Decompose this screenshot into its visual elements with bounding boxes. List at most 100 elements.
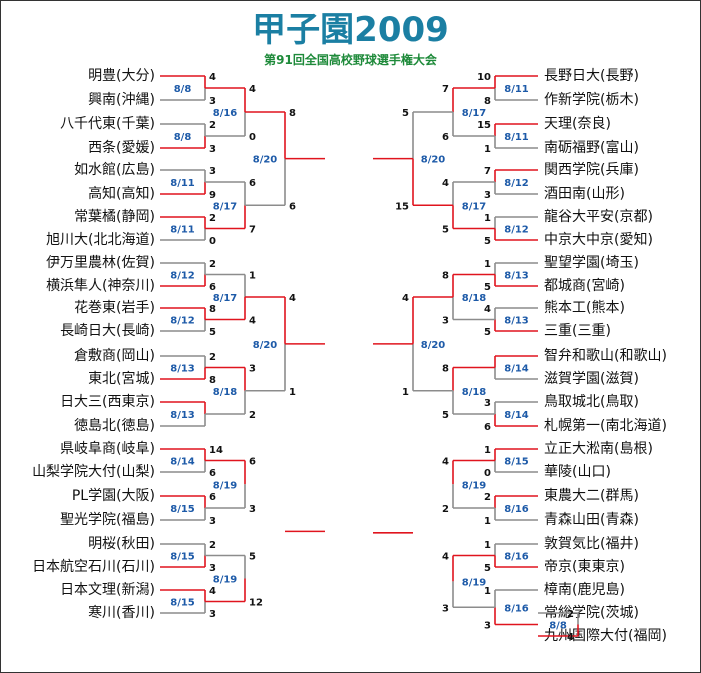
team-name-left: 聖光学院(福島) [60,512,155,528]
match-score: 2 [249,410,256,421]
match-score: 1 [484,213,491,224]
page-title: 甲子園2009 [252,10,449,50]
match-date: 8/15 [504,457,529,468]
team-name-left: 八千代東(千葉) [60,116,155,132]
team-name-right: 都城商(宮崎) [544,278,625,294]
team-name-left: 旭川大(北北海道) [46,232,155,248]
team-name-left: 横浜隼人(神奈川) [46,278,155,294]
match-date: 8/8 [174,84,192,95]
match-date: 8/13 [170,364,195,375]
team-name-right: 龍谷大平安(京都) [544,209,653,225]
match-date: 8/13 [504,271,529,282]
team-name-right: 帝京(東東京) [544,559,625,575]
team-name-left: 花巻東(岩手) [74,300,155,316]
team-name-left: 日本文理(新潟) [60,582,155,598]
team-name-left: 徳島北(徳島) [74,418,155,434]
match-score: 2 [567,609,574,620]
match-score: 0 [209,236,216,247]
match-date: 8/19 [462,480,487,491]
team-name-left: 日大三(西東京) [60,394,155,410]
match-score: 8 [484,96,491,107]
match-score: 3 [484,621,491,632]
match-date: 8/13 [170,410,195,421]
match-score: 1 [484,586,491,597]
team-name-right: 札幌第一(南北海道) [544,418,667,434]
match-date: 8/19 [462,577,487,588]
team-name-right: 鳥取城北(鳥取) [544,394,639,410]
team-name-left: 常葉橘(静岡) [74,209,155,225]
match-score: 5 [484,282,491,293]
match-score: 3 [484,398,491,409]
match-score: 4 [289,293,296,304]
match-date: 8/16 [213,108,238,119]
match-score: 4 [249,84,256,95]
match-score: 6 [209,468,216,479]
match-date: 8/12 [170,316,195,327]
match-score: 1 [249,271,256,282]
match-score: 8 [209,375,216,386]
match-score: 1 [484,144,491,155]
match-score: 6 [289,201,296,212]
match-score: 5 [484,236,491,247]
match-score: 4 [442,457,449,468]
team-name-left: 県岐阜商(岐阜) [60,441,155,457]
team-name-right: 中京大中京(愛知) [544,232,653,248]
match-date: 8/15 [170,552,195,563]
match-score: 4 [209,586,216,597]
match-score: 5 [209,327,216,338]
match-date: 8/14 [504,410,529,421]
match-score: 3 [209,609,216,620]
match-score: 6 [209,492,216,503]
team-name-left: 倉敷商(岡山) [74,348,155,364]
match-date: 8/16 [504,552,529,563]
match-date: 8/15 [170,504,195,515]
team-name-right: 天理(奈良) [544,116,611,132]
team-name-right: 智弁和歌山(和歌山) [544,348,667,364]
match-date: 8/13 [504,316,529,327]
match-score: 8 [289,108,296,119]
match-score: 15 [477,120,491,131]
team-name-right: 青森山田(青森) [544,512,639,528]
match-score: 6 [249,178,256,189]
match-score: 4 [209,72,216,83]
match-date: 8/17 [462,108,487,119]
match-date: 8/14 [170,457,195,468]
match-date: 8/8 [549,621,567,632]
match-score: 3 [442,316,449,327]
match-score: 5 [402,108,409,119]
match-score: 1 [484,516,491,527]
team-name-right: 立正大淞南(島根) [544,441,653,457]
match-score: 3 [249,504,256,515]
team-name-right: 酒田南(山形) [544,186,625,202]
team-name-right: 三重(三重) [544,323,611,339]
match-score: 2 [209,259,216,270]
team-name-right: 東農大二(群馬) [544,488,639,504]
team-name-right: 敦賀気比(福井) [544,536,639,552]
match-score: 9 [209,190,216,201]
match-date: 8/12 [170,271,195,282]
team-name-left: 山梨学院大付(山梨) [32,464,155,480]
team-name-right: 熊本工(熊本) [544,300,625,316]
team-name-left: 如水館(広島) [74,162,155,178]
match-score: 5 [484,327,491,338]
match-date: 8/20 [253,340,278,351]
match-score: 4 [442,178,449,189]
match-score: 3 [209,144,216,155]
team-name-right: 常総学院(茨城) [544,605,639,621]
match-date: 8/12 [504,178,529,189]
match-score: 1 [289,387,296,398]
match-score: 2 [442,504,449,515]
match-date: 8/19 [213,480,238,491]
match-score: 0 [249,132,256,143]
match-score: 1 [402,387,409,398]
match-date: 8/20 [421,340,446,351]
match-score: 2 [209,540,216,551]
match-date: 8/18 [462,293,487,304]
match-date: 8/17 [462,201,487,212]
team-name-left: 明桜(秋田) [88,536,155,552]
team-name-left: 長崎日大(長崎) [60,323,155,339]
match-score: 14 [209,445,223,456]
team-name-right: 聖望学園(埼玉) [544,255,639,271]
match-date: 8/18 [462,387,487,398]
